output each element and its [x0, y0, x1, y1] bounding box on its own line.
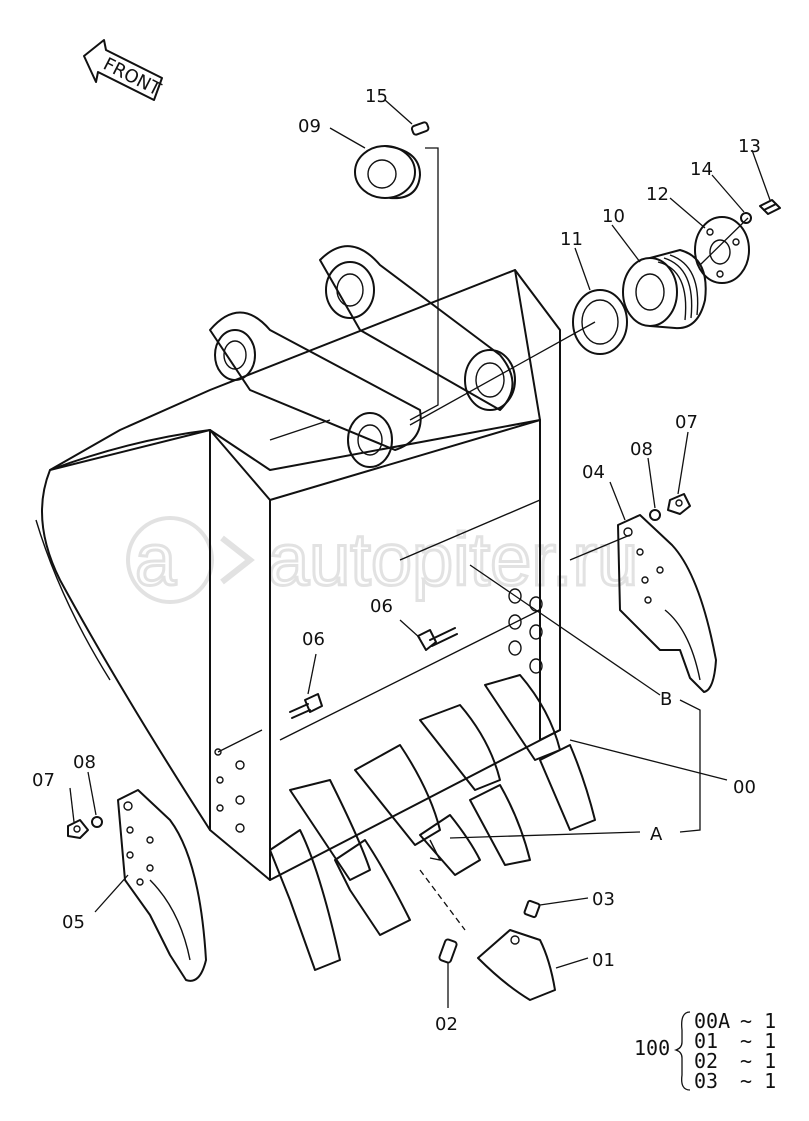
callout-04: 04: [582, 462, 605, 483]
legend-part: 01: [694, 1029, 718, 1053]
legend-row: 03 ~ 1: [694, 1069, 776, 1093]
legend-row: 01 ~ 1: [694, 1029, 776, 1053]
part-03-lock: [523, 899, 541, 919]
legend-row: 00A ~ 1: [694, 1009, 776, 1033]
part-12-plate: [694, 216, 750, 284]
front-label: FRONT: [100, 54, 165, 101]
mounting-brackets: [209, 245, 516, 468]
part-06-bolt-left: [289, 693, 323, 719]
part-11-seal: [572, 289, 628, 355]
part-07-nut-right: [667, 493, 691, 515]
bucket-body: [35, 269, 561, 881]
part-08-washer-left: [91, 816, 103, 828]
bucket-teeth: [269, 674, 596, 971]
legend-qty: ~ 1: [740, 1009, 776, 1033]
legend-qty: ~ 1: [740, 1049, 776, 1073]
legend-part: 02: [694, 1049, 718, 1073]
part-06-bolt-mid: [417, 627, 458, 651]
part-05-side-cutter: [117, 789, 207, 982]
part-08-washer-right: [649, 509, 661, 521]
callout-05: 05: [62, 912, 85, 933]
legend-assembly-number: 100: [634, 1036, 670, 1060]
part-01-tooth-point: [477, 929, 556, 1001]
legend-qty: ~ 1: [740, 1029, 776, 1053]
callout-02: 02: [435, 1014, 458, 1035]
callout-a: A: [650, 824, 663, 845]
leader-lines: [69, 99, 771, 1008]
callout-11: 11: [560, 229, 583, 250]
part-02-pin: [438, 938, 458, 964]
callout-13: 13: [738, 136, 761, 157]
callout-03: 03: [592, 889, 615, 910]
part-13-bolt: [759, 199, 781, 215]
callout-07-left: 07: [32, 770, 55, 791]
legend-part: 03: [694, 1069, 718, 1093]
callout-10: 10: [602, 206, 625, 227]
part-09-boss: [354, 145, 421, 200]
part-04-side-cutter: [617, 514, 717, 693]
callout-07-right: 07: [675, 412, 698, 433]
callout-06-mid: 06: [370, 596, 393, 617]
callout-00: 00: [733, 777, 756, 798]
legend-row: 02 ~ 1: [694, 1049, 776, 1073]
watermark-text: autopiter.ru: [268, 518, 638, 601]
part-07-nut-left: [67, 819, 89, 839]
part-10-bushing: [622, 249, 707, 330]
assembly-legend: 100 00A ~ 1 01 ~ 1 02 ~ 1 03 ~ 1: [634, 1009, 776, 1093]
legend-brace: [673, 1011, 691, 1091]
bolt-holes-left: [214, 748, 245, 833]
callout-09: 09: [298, 116, 321, 137]
callout-b: B: [660, 689, 672, 710]
callout-14: 14: [690, 159, 713, 180]
watermark: a autopiter.ru: [126, 516, 640, 604]
callout-12: 12: [646, 184, 669, 205]
callout-06-left: 06: [302, 629, 325, 650]
callout-15: 15: [365, 86, 388, 107]
bolt-holes-right: [508, 588, 543, 674]
legend-part: 00A: [694, 1009, 730, 1033]
part-14-washer: [740, 212, 752, 224]
callout-08-right: 08: [630, 439, 653, 460]
legend-qty: ~ 1: [740, 1069, 776, 1093]
watermark-logo-letter: a: [135, 518, 177, 601]
front-arrow-icon: FRONT: [83, 39, 165, 101]
part-15-pin: [410, 121, 430, 136]
callout-08-left: 08: [73, 752, 96, 773]
callout-01: 01: [592, 950, 615, 971]
